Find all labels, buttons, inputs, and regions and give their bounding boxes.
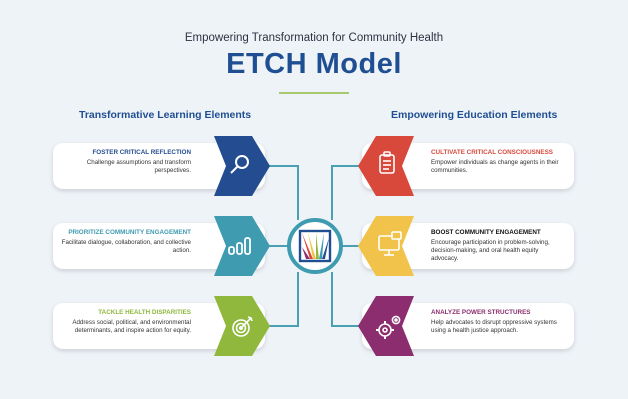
card-title: BOOST COMMUNITY ENGAGEMENT [431, 229, 541, 236]
card-text: Address social, political, and environme… [72, 319, 191, 334]
etch-logo-icon [287, 218, 343, 274]
right-chevron-3 [358, 296, 414, 356]
target-icon [232, 316, 253, 337]
monitor-icon [378, 231, 402, 256]
card-title: ANALYZE POWER STRUCTURES [431, 309, 531, 316]
right-chevron-1 [358, 136, 414, 196]
card-text: Empower individuals as change agents in … [431, 159, 559, 174]
left-chevron-1 [214, 136, 270, 196]
card-text: Facilitate dialogue, collaboration, and … [61, 239, 191, 254]
right-column-heading: Empowering Education Elements [391, 109, 558, 121]
card-text: Challenge assumptions and transform pers… [86, 159, 191, 174]
connector-lines [268, 165, 362, 327]
card-title: FOSTER CRITICAL REFLECTION [92, 149, 191, 156]
page-title: ETCH Model [226, 48, 402, 80]
right-chevron-2 [358, 216, 414, 276]
card-title: CULTIVATE CRITICAL CONSCIOUSNESS [431, 149, 553, 156]
card-title: TACKLE HEALTH DISPARITIES [98, 309, 191, 316]
bar-chart-icon [228, 237, 251, 255]
title-underline [279, 92, 349, 94]
page-subtitle: Empowering Transformation for Community … [184, 32, 444, 44]
card-text: Encourage participation in problem-solvi… [431, 239, 550, 262]
magnifier-icon [230, 155, 249, 174]
gears-icon [376, 315, 401, 339]
card-text: Help advocates to disrupt oppressive sys… [431, 319, 557, 334]
left-column-heading: Transformative Learning Elements [79, 109, 252, 121]
card-title: PRIORITIZE COMMUNITY ENGAGEMENT [68, 229, 191, 236]
clipboard-icon [379, 151, 395, 174]
